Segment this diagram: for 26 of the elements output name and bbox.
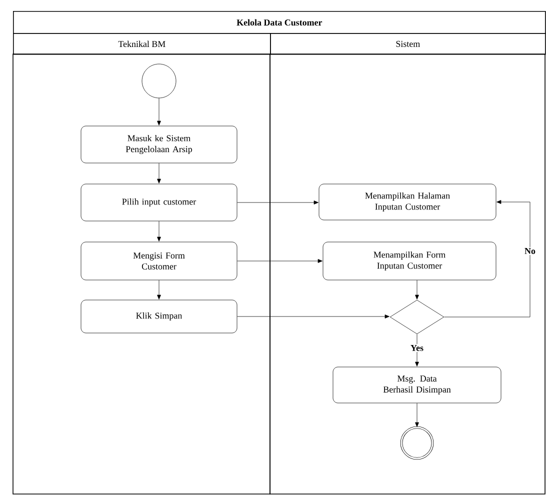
arrow [157,98,161,126]
start-node [142,64,176,98]
arrow [415,403,419,427]
arrow [157,221,161,242]
node-label: Sistem [396,40,420,47]
action-box: Pilih input customer [80,184,238,222]
action-box: Msg. Data Berhasil Disimpan [332,366,502,404]
action-box: Masuk ke Sistem Pengelolaan Arsip [80,126,238,164]
title-cell: Kelola Data Customer [13,11,546,34]
action-box: Menampilkan Form Inputan Customer [322,242,496,280]
arrow [237,314,390,318]
edge-label: No [524,247,536,255]
action-box: Klik Simpan [80,300,238,334]
arrow [444,200,530,318]
end-node [400,426,434,460]
action-box: Menampilkan Halaman Inputan Customer [318,184,496,220]
decision-diamond [390,300,444,334]
arrow [415,334,419,366]
arrow [157,163,161,184]
node-label: Teknikal BM [118,40,166,48]
arrow [415,280,419,300]
edge-label: Yes [410,344,424,352]
arrow [237,200,318,204]
arrow [237,259,322,263]
action-box: Mengisi Form Customer [80,242,238,280]
arrow [157,280,161,300]
